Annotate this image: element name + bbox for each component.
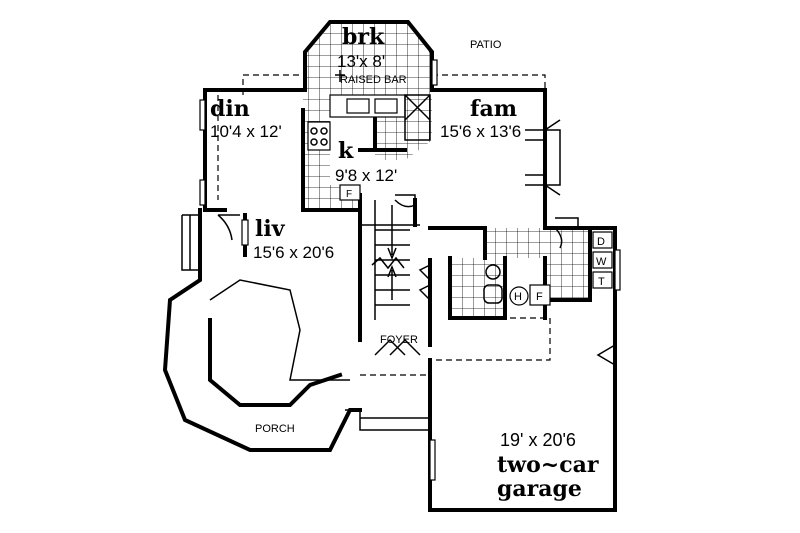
garage-size: 19' x 20'6 <box>500 430 576 450</box>
fixtures <box>339 184 613 306</box>
family-size: 15'6 x 13'6 <box>440 122 521 141</box>
furnace-label: F <box>536 291 543 303</box>
patio-label: PATIO <box>470 39 502 51</box>
living-label: liv <box>255 216 286 242</box>
garage-label-line1: two~car <box>497 452 599 478</box>
kitchen-size: 9'8 x 12' <box>335 166 397 185</box>
garage-label-line2: garage <box>497 476 582 502</box>
dining-size: 10'4 x 12' <box>210 122 282 141</box>
breakfast-label: brk <box>342 24 385 50</box>
breakfast-size: 13'x 8' <box>337 52 385 71</box>
raised-bar-label: RAISED BAR <box>340 74 407 86</box>
room-labels: brk 13'x 8' RAISED BAR PATIO din 10'4 x … <box>210 24 607 502</box>
tub-label: T <box>598 276 605 288</box>
washer-label: W <box>596 256 607 268</box>
windows <box>199 59 621 481</box>
dryer-label: D <box>597 236 605 248</box>
foyer-label: FOYER <box>380 334 418 346</box>
breakfast-tile <box>305 22 432 160</box>
stair-arrows <box>371 205 405 300</box>
fireplace <box>525 119 561 196</box>
doors <box>217 199 616 366</box>
kitchen-label: k <box>338 138 354 164</box>
utility-tile <box>485 228 590 300</box>
family-label: fam <box>470 96 517 122</box>
dining-label: din <box>210 96 250 122</box>
heater-label: H <box>514 291 522 303</box>
pantry-label: F <box>346 189 352 200</box>
living-size: 15'6 x 20'6 <box>253 243 334 262</box>
porch-label: PORCH <box>255 423 295 435</box>
kitchen-counters <box>307 70 431 151</box>
